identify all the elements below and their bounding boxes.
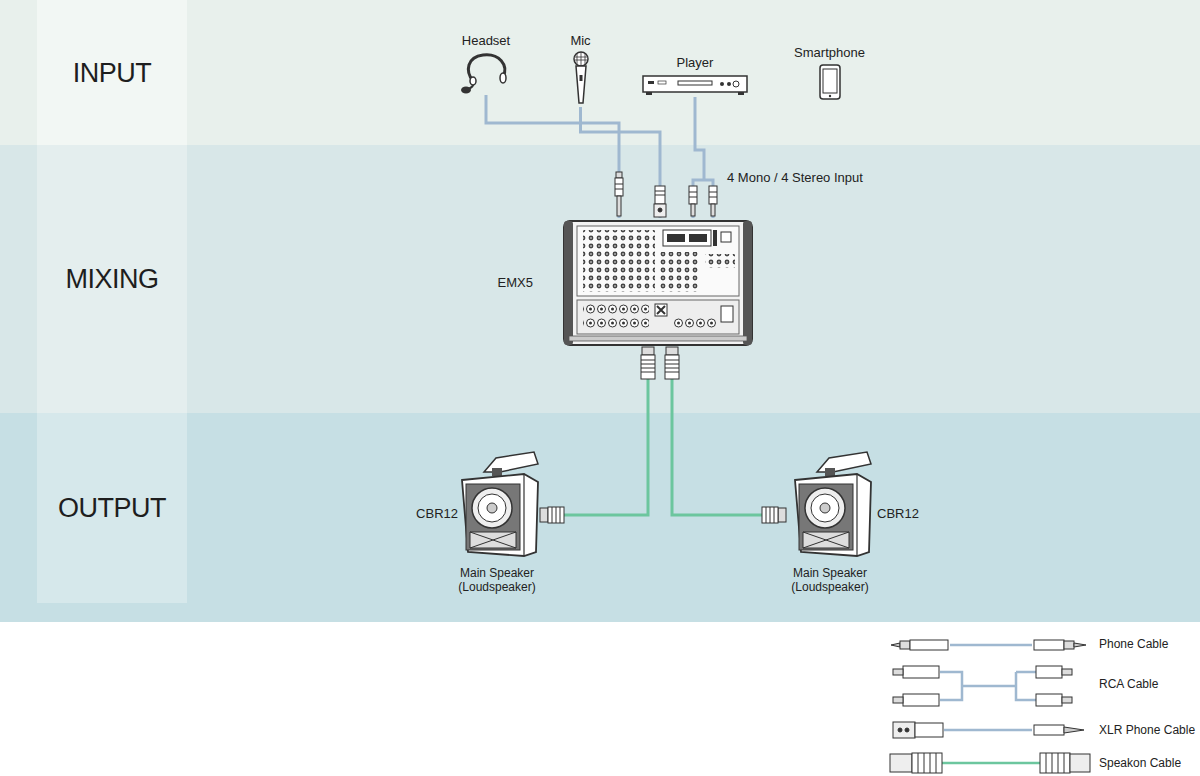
mixer-box: EMX5 — [563, 218, 753, 348]
cable-connector — [554, 348, 648, 515]
input-device: Smartphone — [791, 45, 868, 101]
mixer-illustration — [563, 218, 753, 348]
cable-connector — [581, 107, 661, 218]
device-icon — [571, 51, 591, 107]
input-device: Player — [639, 55, 751, 97]
device-label: Smartphone — [791, 45, 868, 61]
mixer-name: EMX5 — [498, 275, 533, 291]
legend-label: XLR Phone Cable — [1099, 722, 1195, 738]
legend-label: RCA Cable — [1099, 676, 1158, 692]
speaker-illustration — [440, 448, 554, 558]
band-label: MIXING — [37, 263, 187, 295]
device-icon — [818, 63, 842, 101]
input-note: 4 Mono / 4 Stereo Input — [727, 170, 863, 186]
input-device: Mic — [567, 33, 594, 107]
speaker-illustration — [773, 448, 887, 558]
band-region: INPUT Headset MicPlayer Smartphone — [0, 0, 1200, 145]
device-label: Mic — [567, 33, 594, 49]
input-device: Headset — [456, 33, 516, 95]
speaker-box: CBR12Main Speaker (Loudspeaker) — [773, 448, 887, 594]
band-label: OUTPUT — [37, 492, 187, 524]
band-region: MIXING EMX5 — [0, 145, 1200, 413]
device-label: Headset — [456, 33, 516, 49]
legend-label: Speakon Cable — [1099, 755, 1181, 771]
legend-label: Phone Cable — [1099, 636, 1168, 652]
band-region: OUTPUTCBR12Main Speaker (Loudspeaker)CBR… — [0, 413, 1200, 622]
device-label: Player — [639, 55, 751, 71]
speaker-caption: Main Speaker (Loudspeaker) — [773, 566, 887, 594]
speaker-caption: Main Speaker (Loudspeaker) — [440, 566, 554, 594]
cable-connector — [486, 95, 619, 218]
speaker-model: CBR12 — [416, 506, 458, 522]
device-icon — [642, 73, 748, 97]
cable-connector — [672, 348, 773, 515]
device-icon — [459, 51, 513, 95]
band-label: INPUT — [37, 57, 187, 89]
speaker-model: CBR12 — [877, 506, 919, 522]
speaker-box: CBR12Main Speaker (Loudspeaker) — [440, 448, 554, 594]
